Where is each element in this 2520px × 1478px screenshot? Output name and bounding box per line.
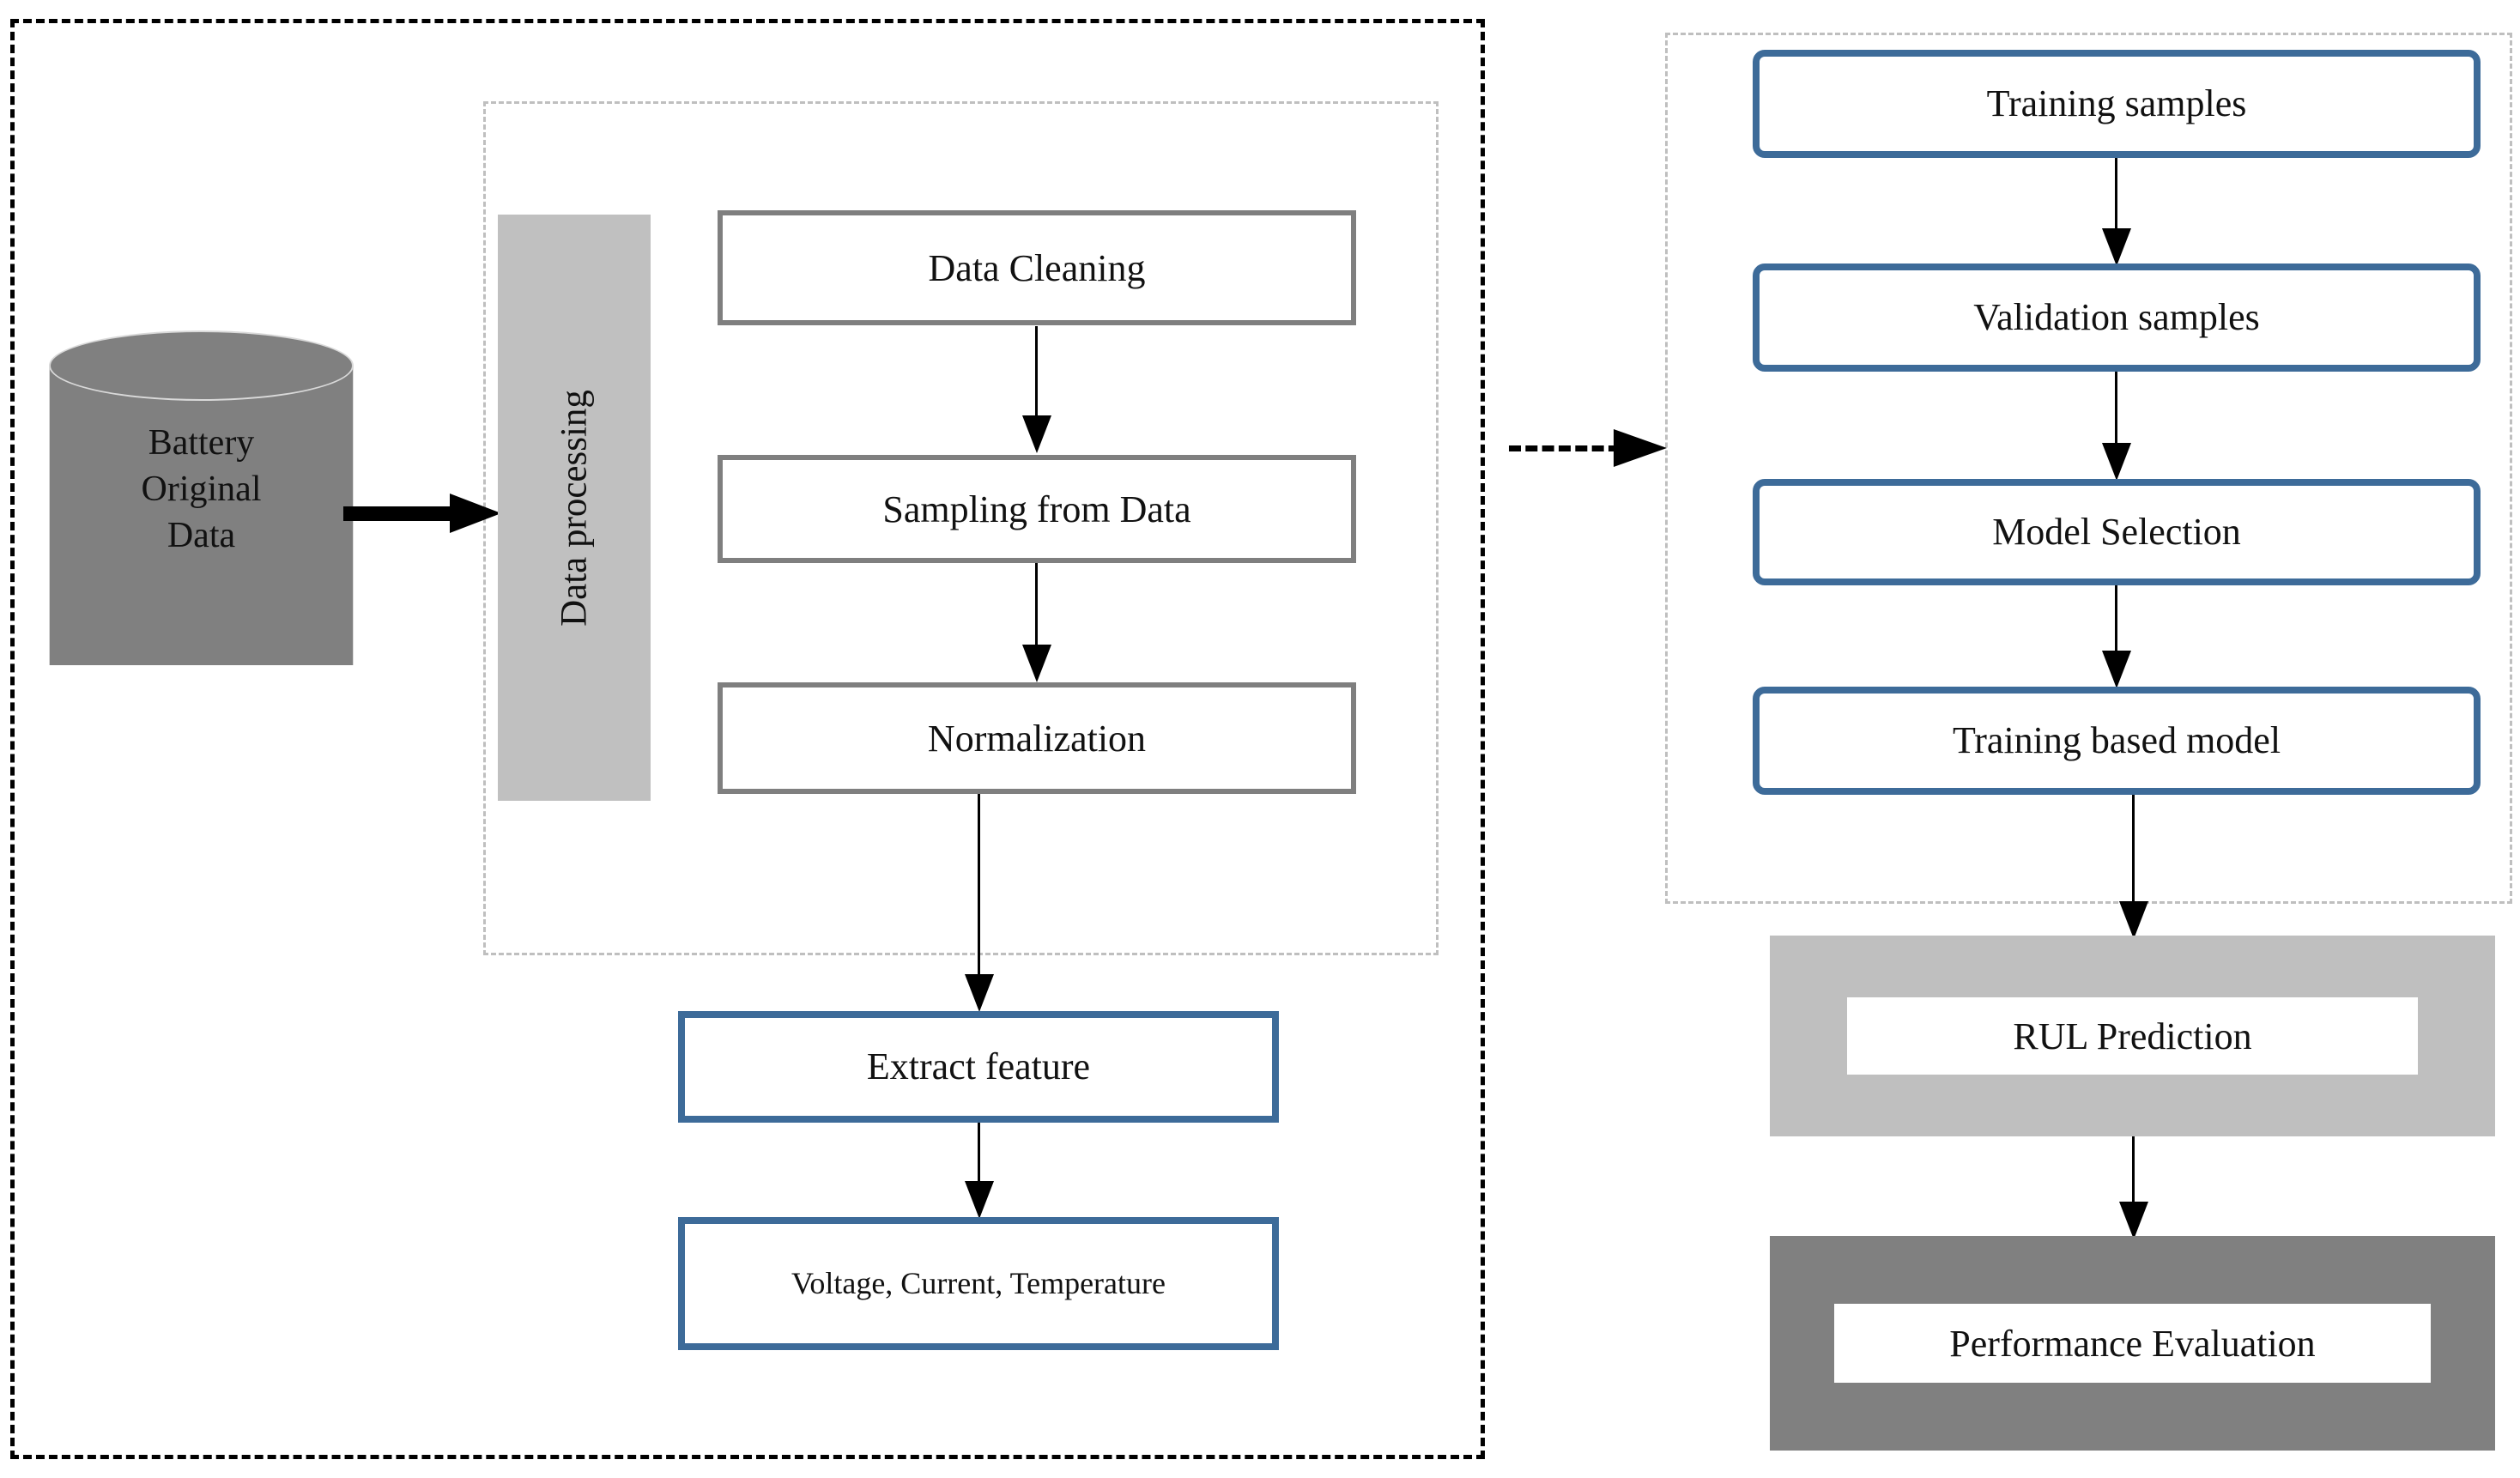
arrow-shaft — [2115, 372, 2117, 447]
block-performance-evaluation[interactable]: Performance Evaluation — [1770, 1236, 2495, 1451]
arrow-shaft — [978, 1123, 980, 1184]
data-processing-band-label: Data processing — [554, 389, 595, 627]
arrow-processing-to-extract-feature — [965, 794, 994, 1014]
box-model-selection[interactable]: Model Selection — [1753, 479, 2481, 585]
arrow-head-down-icon — [2119, 1202, 2148, 1239]
model-training-dashed-border — [1665, 33, 2512, 904]
cylinder-label-line-2: Original — [141, 469, 262, 509]
cylinder-top-ellipse-icon — [49, 330, 354, 401]
cylinder-label-line-3: Data — [167, 515, 236, 555]
arrow-rul-to-performance-evaluation — [2119, 1136, 2148, 1241]
left-group-dashed-border — [10, 19, 1485, 1459]
arrow-shaft — [978, 794, 980, 978]
arrow-shaft — [343, 506, 455, 521]
arrow-head-down-icon — [2102, 443, 2131, 481]
arrow-shaft — [2115, 158, 2117, 232]
arrow-extract-to-signals — [965, 1123, 994, 1221]
arrow-shaft — [2132, 1136, 2135, 1205]
arrow-model-group-to-rul-prediction — [2119, 795, 2148, 941]
arrow-model-selection-to-training-model — [2102, 585, 2131, 690]
performance-evaluation-label: Performance Evaluation — [1834, 1304, 2431, 1383]
block-rul-prediction[interactable]: RUL Prediction — [1770, 936, 2495, 1136]
data-processing-band: Data processing — [498, 215, 651, 801]
arrow-head-down-icon — [1022, 645, 1051, 682]
arrow-shaft-dashed — [1509, 445, 1620, 451]
cylinder-label: Battery Original Data — [49, 421, 354, 559]
arrow-shaft — [2132, 795, 2135, 905]
arrow-shaft — [1035, 326, 1038, 421]
box-extract-feature[interactable]: Extract feature — [678, 1011, 1279, 1123]
arrow-sampling-to-normalization — [1022, 563, 1051, 685]
box-training-samples[interactable]: Training samples — [1753, 50, 2481, 158]
arrow-head-right-icon — [1614, 429, 1667, 467]
process-box-sampling-from-data[interactable]: Sampling from Data — [718, 455, 1356, 563]
arrow-validation-to-model-selection — [2102, 372, 2131, 483]
box-validation-samples[interactable]: Validation samples — [1753, 263, 2481, 372]
arrow-head-down-icon — [965, 1181, 994, 1219]
arrow-head-right-icon — [450, 494, 501, 533]
battery-original-data-cylinder[interactable]: Battery Original Data — [49, 330, 354, 700]
arrow-head-down-icon — [2102, 651, 2131, 688]
arrow-left-panel-to-right-panel — [1509, 429, 1674, 467]
arrow-training-to-validation — [2102, 158, 2131, 268]
cylinder-label-line-1: Battery — [148, 423, 255, 463]
arrow-head-down-icon — [965, 974, 994, 1012]
arrow-shaft — [1035, 563, 1038, 649]
arrow-shaft — [2115, 585, 2117, 654]
process-box-data-cleaning[interactable]: Data Cleaning — [718, 210, 1356, 325]
process-box-normalization[interactable]: Normalization — [718, 682, 1356, 794]
arrow-data-to-processing — [343, 494, 501, 533]
rul-prediction-label: RUL Prediction — [1847, 997, 2418, 1075]
box-training-based-model[interactable]: Training based model — [1753, 687, 2481, 795]
arrow-head-down-icon — [2119, 901, 2148, 939]
arrow-head-down-icon — [1022, 415, 1051, 453]
box-voltage-current-temperature[interactable]: Voltage, Current, Temperature — [678, 1217, 1279, 1350]
arrow-head-down-icon — [2102, 228, 2131, 266]
arrow-cleaning-to-sampling — [1022, 326, 1051, 455]
